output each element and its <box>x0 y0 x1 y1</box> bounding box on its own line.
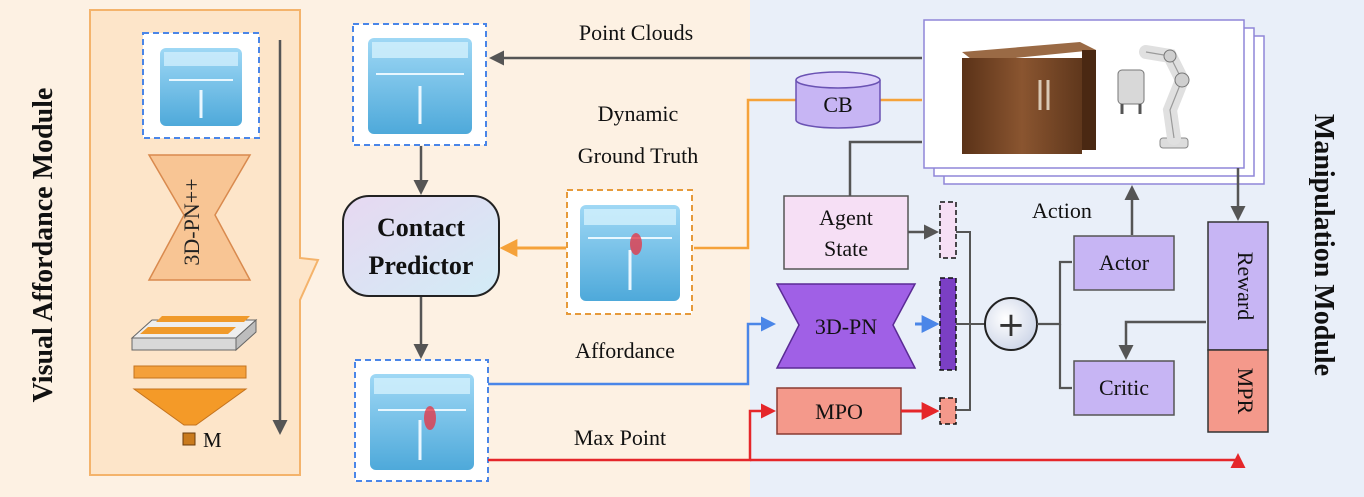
sum-to-critic-line <box>1058 324 1072 390</box>
contact-predictor-label-line2: Predictor <box>369 251 474 280</box>
affordance-map-cabinet <box>354 359 489 482</box>
pointcloud-input-cabinet <box>352 23 487 146</box>
pointnet-label: 3D-PN <box>815 314 877 339</box>
dynamic-ground-truth-cabinet <box>566 189 693 315</box>
maxpoint-to-mpr-line <box>750 453 1246 468</box>
sum-to-actor-line <box>1037 260 1072 326</box>
mpo-box <box>776 387 902 435</box>
mpo-feature <box>939 397 957 425</box>
robot-arm-render <box>1117 45 1190 149</box>
mpo-label: MPO <box>815 399 863 424</box>
agent-state-feature <box>939 201 957 259</box>
actor-label: Actor <box>1099 250 1150 275</box>
fc-layer-bar <box>133 365 247 379</box>
wooden-cabinet-render <box>962 42 1096 154</box>
contact-predictor-label-line1: Contact <box>377 213 465 242</box>
agent-state-label-line1: Agent <box>819 205 873 230</box>
max-point-label: Max Point <box>574 425 666 450</box>
maxpoint-to-mpo-line <box>488 403 776 462</box>
feature-merge-bracket <box>956 231 971 411</box>
encoder-network-label: 3D-PN++ <box>179 178 204 265</box>
agent-state-label-line2: State <box>824 236 868 261</box>
actor-box <box>1073 235 1175 291</box>
critic-box <box>1073 360 1175 416</box>
pointnet-block <box>775 283 917 369</box>
feature-stack-icon <box>130 316 258 352</box>
point-clouds-label: Point Clouds <box>579 20 693 45</box>
buffer-cylinder <box>795 71 881 129</box>
contact-predictor-box <box>342 195 500 297</box>
pointnet-feature <box>939 277 957 371</box>
max-point-marker-icon <box>182 432 196 446</box>
arrow-reward-to-critic <box>1118 320 1206 360</box>
action-label: Action <box>1032 198 1092 223</box>
left-module-title: Visual Affordance Module <box>28 88 59 403</box>
reward-label: Reward <box>1233 252 1258 320</box>
reward-box <box>1207 221 1269 351</box>
dynamic-gt-label-line1: Dynamic <box>598 101 679 126</box>
projection-funnel <box>132 388 248 426</box>
critic-label: Critic <box>1099 375 1149 400</box>
dynamic-gt-label-line2: Ground Truth <box>578 143 698 168</box>
encoder-input-cabinet <box>142 32 260 139</box>
affordance-to-pointnet-line <box>488 316 776 386</box>
mpr-label: MPR <box>1233 368 1258 415</box>
sum-symbol: + <box>997 305 1026 345</box>
orange-buffer-to-gt <box>694 98 796 250</box>
buffer-label: CB <box>823 92 852 117</box>
mpr-box <box>1207 349 1269 433</box>
line-env-to-agent-state <box>848 140 922 196</box>
right-module-title: Manipulation Module <box>1308 114 1339 376</box>
pointnet-plus-plus-block <box>147 154 252 281</box>
affordance-label: Affordance <box>575 338 675 363</box>
encoder-output-label: M <box>203 428 222 452</box>
agent-state-box <box>783 195 909 270</box>
